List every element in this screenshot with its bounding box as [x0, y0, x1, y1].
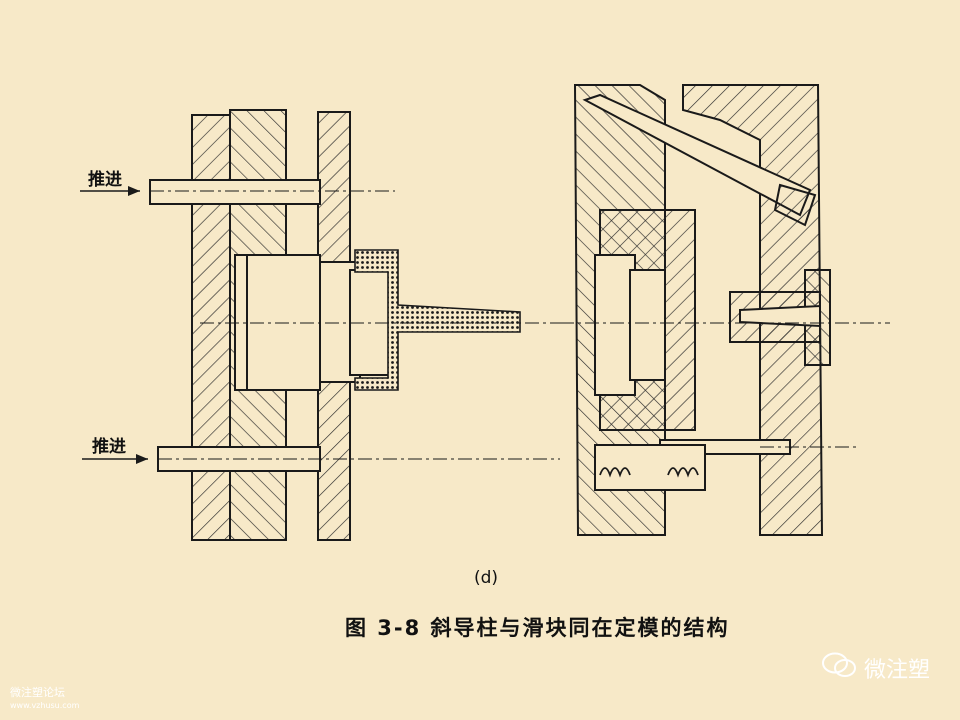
push-label-bottom: 推进: [92, 437, 126, 457]
right-cavity-inner: [629, 269, 666, 381]
right-cavity: [594, 254, 636, 396]
spring-left: [599, 467, 631, 478]
spring-pocket: [594, 444, 706, 491]
left-plate: [191, 114, 231, 541]
molded-part: [354, 249, 521, 391]
wechat-name: 微注塑: [863, 658, 930, 683]
push-arrow-bottom-head: [136, 454, 148, 464]
sub-label: (d): [474, 568, 499, 588]
forum-url: www.vzhusu.com: [10, 701, 80, 710]
sprue-channel: [739, 304, 821, 328]
forum-watermark: 微注塑论坛 www.vzhusu.com: [10, 686, 79, 712]
figure-caption: 图 3-8 斜导柱与滑块同在定模的结构: [345, 616, 730, 640]
ejector-rod-top: [149, 179, 321, 205]
push-label-top: 推进: [88, 170, 122, 190]
left-assembly: [80, 109, 560, 541]
angle-pin: [582, 93, 812, 217]
right-assembly: [560, 84, 890, 536]
wechat-watermark: 微注塑: [821, 652, 930, 684]
wechat-icon: [821, 652, 856, 684]
angle-pin-end: [773, 183, 817, 227]
spring-right: [667, 467, 699, 478]
push-arrow-top-head: [128, 186, 140, 196]
forum-name: 微注塑论坛: [10, 686, 65, 699]
